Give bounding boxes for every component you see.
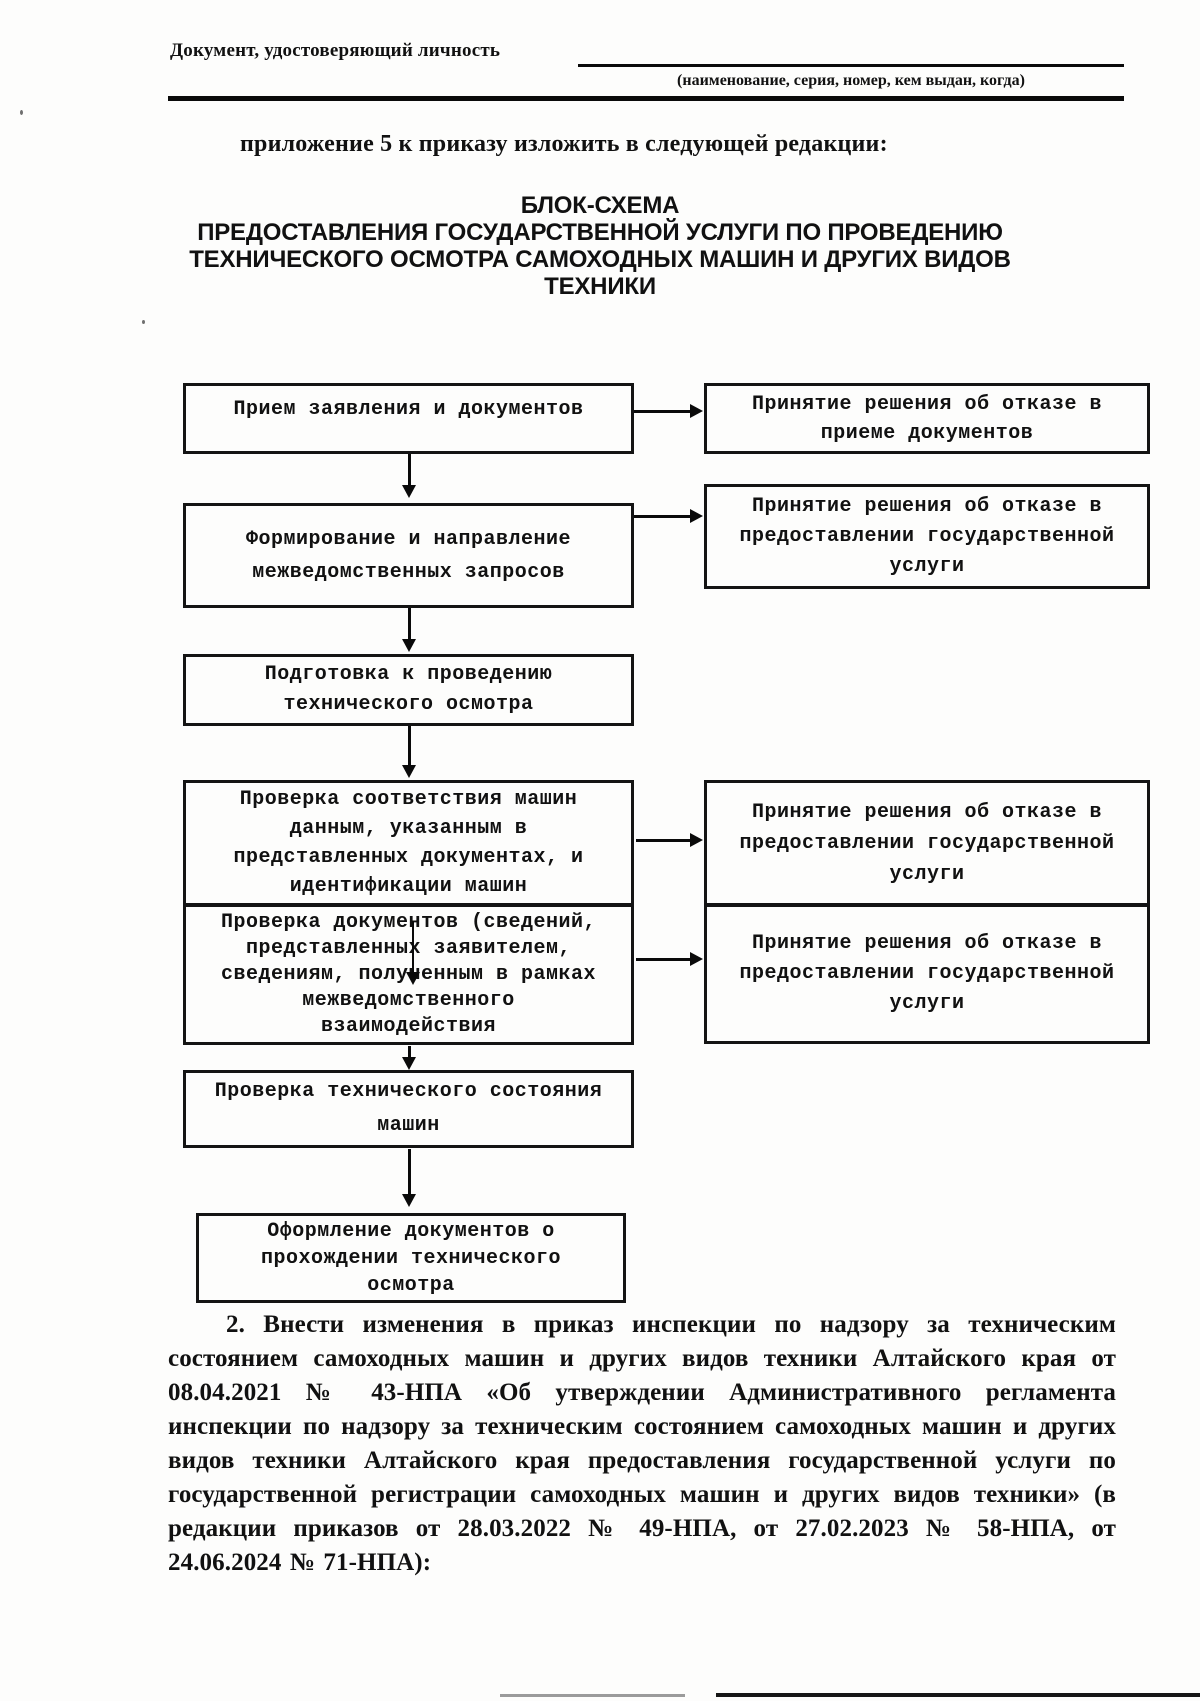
flow-box-refuse-service-2: Принятие решения об отказе в предоставле… bbox=[704, 780, 1150, 906]
scan-edge-line-gray bbox=[500, 1694, 685, 1697]
paragraph-item-2: 2. Внести изменения в приказ инспекции п… bbox=[168, 1311, 1116, 1576]
arrow-right-4 bbox=[636, 958, 691, 961]
flowchart-title: БЛОК-СХЕМА ПРЕДОСТАВЛЕНИЯ ГОСУДАРСТВЕННО… bbox=[189, 192, 1011, 300]
identity-document-label: Документ, удостоверяющий личность bbox=[170, 40, 501, 61]
arrow-down-overlap bbox=[412, 921, 414, 974]
header-rule bbox=[168, 96, 1124, 101]
scan-edge-line-black bbox=[716, 1693, 1200, 1697]
arrow-down-3-head bbox=[402, 765, 416, 778]
arrow-down-1-head bbox=[402, 485, 416, 498]
flow-box-issue-inspection-documents: Оформление документов о прохождении техн… bbox=[196, 1213, 626, 1303]
arrow-right-2-head bbox=[690, 509, 703, 523]
arrow-right-2 bbox=[634, 515, 691, 518]
intro-line: приложение 5 к приказу изложить в следую… bbox=[240, 131, 888, 157]
arrow-down-5 bbox=[408, 1046, 411, 1059]
flow-box-check-machine-conformity: Проверка соответствия машин данным, указ… bbox=[183, 780, 634, 906]
flow-box-interagency-requests: Формирование и направление межведомствен… bbox=[183, 503, 634, 608]
flow-box-check-documents: Проверка документов (сведений, представл… bbox=[183, 904, 634, 1045]
flow-box-refuse-service-3: Принятие решения об отказе в предоставле… bbox=[704, 904, 1150, 1044]
scan-speck bbox=[142, 320, 145, 324]
arrow-right-1 bbox=[634, 410, 691, 413]
arrow-down-2 bbox=[408, 608, 411, 641]
flow-box-prepare-inspection: Подготовка к проведению технического осм… bbox=[183, 654, 634, 726]
arrow-down-6 bbox=[408, 1149, 411, 1196]
arrow-down-1 bbox=[408, 454, 411, 487]
arrow-right-3-head bbox=[690, 833, 703, 847]
signature-caption: (наименование, серия, номер, кем выдан, … bbox=[677, 72, 1025, 89]
arrow-down-5-head bbox=[402, 1057, 416, 1070]
arrow-down-3 bbox=[408, 726, 411, 767]
arrow-right-1-head bbox=[690, 404, 703, 418]
arrow-right-4-head bbox=[690, 952, 703, 966]
arrow-right-3 bbox=[636, 839, 691, 842]
flow-box-receive-application: Прием заявления и документов bbox=[183, 383, 634, 454]
arrow-down-overlap-head bbox=[406, 972, 420, 985]
flow-box-refuse-service-1: Принятие решения об отказе в предоставле… bbox=[704, 484, 1150, 589]
signature-line bbox=[578, 64, 1124, 67]
flow-box-refuse-document-acceptance: Принятие решения об отказе в приеме доку… bbox=[704, 383, 1150, 454]
arrow-down-6-head bbox=[402, 1194, 416, 1207]
scan-speck bbox=[20, 110, 23, 115]
arrow-down-2-head bbox=[402, 639, 416, 652]
flow-box-check-technical-condition: Проверка технического состояния машин bbox=[183, 1070, 634, 1148]
